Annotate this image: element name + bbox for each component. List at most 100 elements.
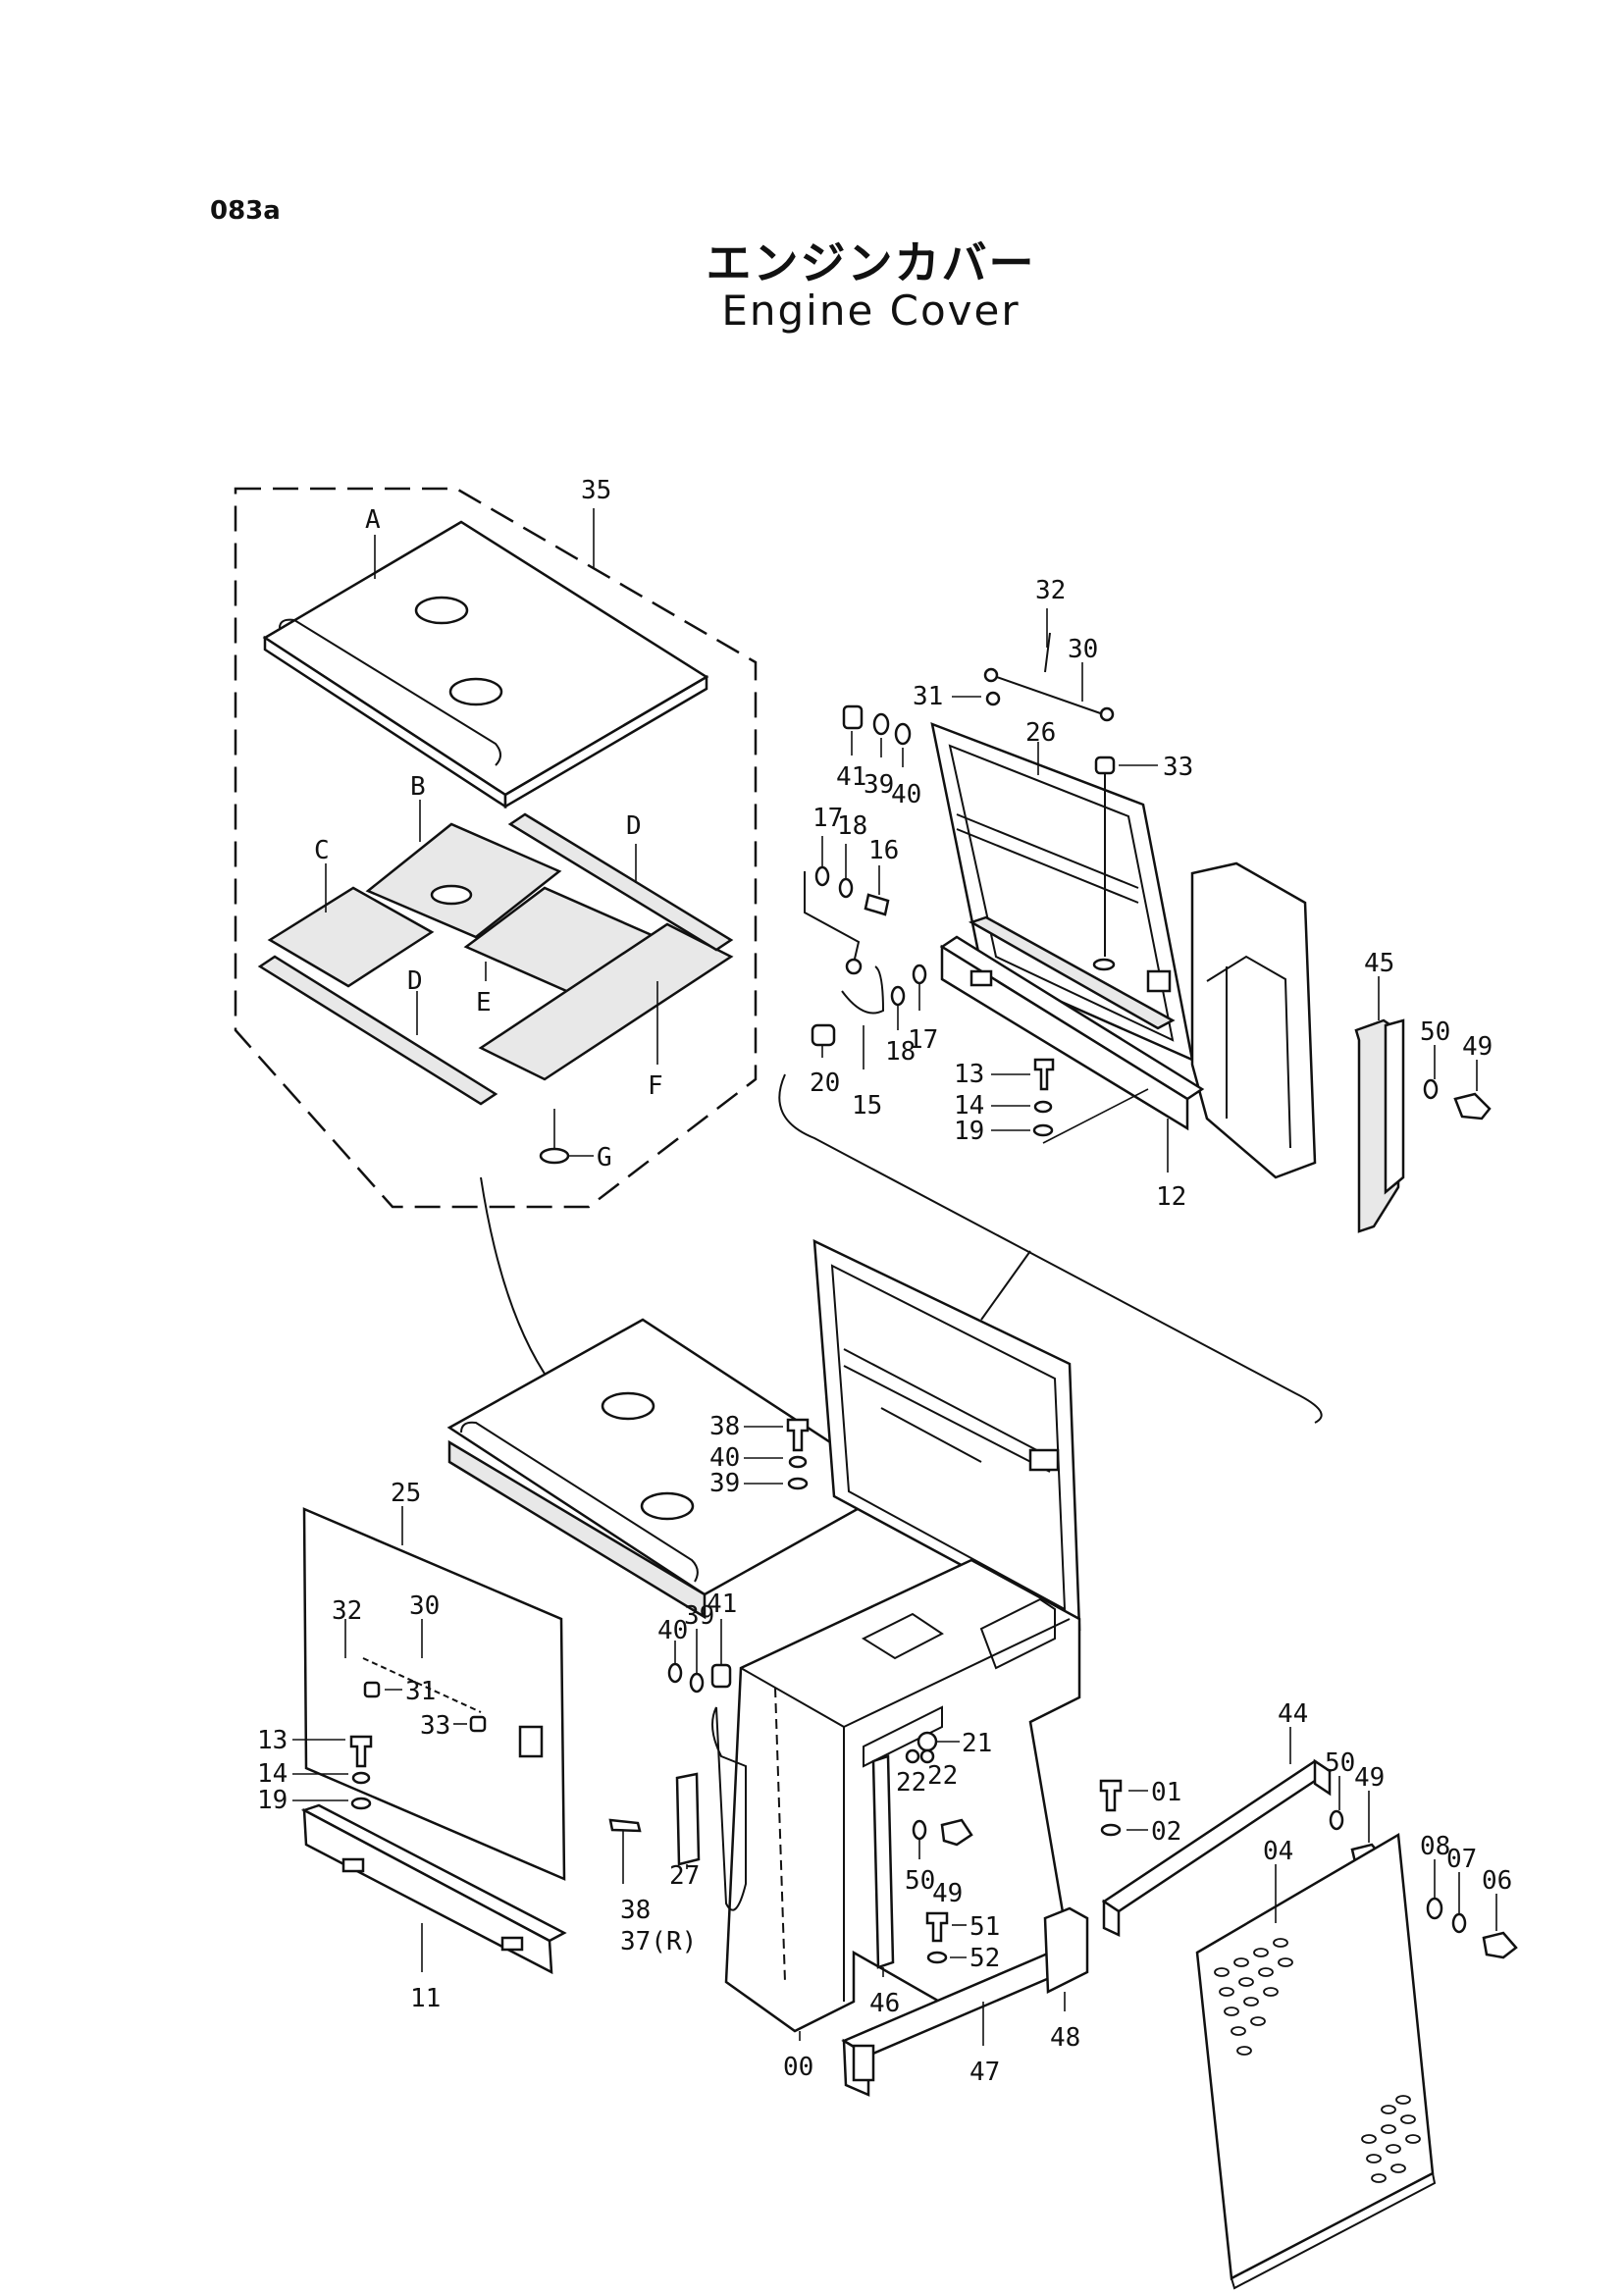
bolt-13-left [349, 1735, 373, 1768]
strip-11 [300, 1803, 567, 1975]
label-g: G [597, 1143, 612, 1173]
label-37r: 37(R) [620, 1927, 697, 1956]
label-00: 00 [783, 2053, 813, 2082]
washer-50-right [1329, 1809, 1344, 1831]
washer-39 [872, 712, 890, 736]
washer-22b [919, 1748, 935, 1764]
label-38-left: 38 [620, 1896, 651, 1925]
label-22b: 22 [927, 1761, 958, 1791]
bolt-16 [864, 893, 890, 916]
washer-18b [890, 985, 906, 1007]
washer-19-top [1032, 1123, 1054, 1137]
knob-33 [1094, 756, 1116, 957]
side-panel-25 [302, 1507, 566, 1881]
label-49-right: 49 [1354, 1763, 1385, 1793]
label-49-top: 49 [1462, 1032, 1493, 1062]
washer-22a [905, 1748, 920, 1764]
strip-12 [939, 935, 1205, 1131]
label-b: B [410, 772, 426, 802]
bolt-06 [1482, 1931, 1518, 1959]
label-14-top: 14 [954, 1091, 984, 1121]
label-21: 21 [962, 1729, 992, 1758]
washer-50-center [912, 1819, 927, 1841]
washer-14-top [1033, 1100, 1053, 1114]
bolt-38-roof [786, 1418, 810, 1452]
bracket-48 [1043, 1906, 1089, 1994]
knob-33-left [469, 1715, 487, 1733]
label-35: 35 [581, 476, 611, 505]
label-39-roof: 39 [709, 1469, 740, 1498]
washer-40-left [667, 1662, 683, 1684]
label-18-top: 18 [837, 811, 867, 841]
connector-curve-left [480, 1176, 546, 1375]
label-46: 46 [869, 1989, 900, 2018]
connector-curve-right [778, 1073, 1323, 1424]
washer-19-left [350, 1797, 372, 1810]
washer-14-left [351, 1771, 371, 1785]
label-26: 26 [1025, 718, 1056, 748]
washer-02 [1100, 1823, 1122, 1837]
label-47: 47 [969, 2058, 1000, 2087]
label-17-bottom: 17 [908, 1025, 938, 1055]
label-33-left: 33 [420, 1711, 450, 1741]
label-40-roof: 40 [709, 1443, 740, 1473]
part-g-grommet [539, 1109, 594, 1165]
pad-f [478, 922, 734, 1081]
panel-04 [1195, 1832, 1437, 2290]
clip-31-left [363, 1681, 381, 1698]
strip-d-lower [257, 955, 498, 1106]
label-04: 04 [1263, 1837, 1293, 1866]
label-38-roof: 38 [709, 1412, 740, 1441]
label-45: 45 [1364, 949, 1394, 978]
label-30-left: 30 [409, 1591, 440, 1621]
title-japanese: エンジンカバー [706, 236, 1036, 289]
label-51: 51 [969, 1912, 1000, 1942]
label-07: 07 [1446, 1845, 1477, 1874]
label-13-top: 13 [954, 1060, 984, 1089]
label-d-upper: D [626, 811, 642, 841]
label-44: 44 [1278, 1699, 1308, 1729]
label-33-top: 33 [1163, 753, 1193, 782]
nut-41 [842, 704, 864, 730]
bolt-49-center [940, 1818, 973, 1847]
label-31-left: 31 [405, 1677, 436, 1706]
pad-b [365, 822, 562, 939]
washer-39-roof [787, 1477, 809, 1490]
label-50-right: 50 [1325, 1748, 1355, 1778]
rod-30 [983, 632, 1115, 722]
washer-08 [1426, 1897, 1443, 1920]
side-frame-right [1190, 861, 1317, 1179]
label-18-bottom: 18 [885, 1037, 916, 1067]
cable-15 [804, 871, 885, 1015]
label-20: 20 [810, 1069, 840, 1098]
label-19-top: 19 [954, 1117, 984, 1146]
strip-d-upper [507, 812, 734, 952]
label-39-top: 39 [864, 770, 894, 800]
label-41-top: 41 [836, 762, 866, 792]
washer-39-left [689, 1672, 705, 1694]
label-12: 12 [1156, 1182, 1186, 1212]
label-01: 01 [1151, 1778, 1181, 1807]
label-52: 52 [969, 1944, 1000, 1973]
roof-plate [446, 1318, 901, 1620]
housing-00 [711, 1558, 1081, 2033]
label-16: 16 [868, 836, 899, 865]
door-panel-26 [930, 722, 1194, 1063]
label-15: 15 [852, 1091, 882, 1121]
label-02: 02 [1151, 1817, 1181, 1847]
washer-50-top [1423, 1078, 1439, 1100]
label-d-lower: D [407, 966, 423, 996]
washer-40-roof [788, 1455, 808, 1469]
label-30-top: 30 [1068, 635, 1098, 664]
bolt-51 [925, 1911, 949, 1943]
washer-52 [926, 1951, 948, 1964]
label-a: A [365, 505, 381, 535]
label-48: 48 [1050, 2023, 1080, 2053]
label-08: 08 [1420, 1832, 1450, 1861]
label-25: 25 [391, 1479, 421, 1508]
page-code: 083a [210, 196, 281, 226]
kit-35-outline [234, 487, 758, 1209]
bolt-38-left [608, 1818, 642, 1833]
door-main [812, 1238, 1081, 1632]
